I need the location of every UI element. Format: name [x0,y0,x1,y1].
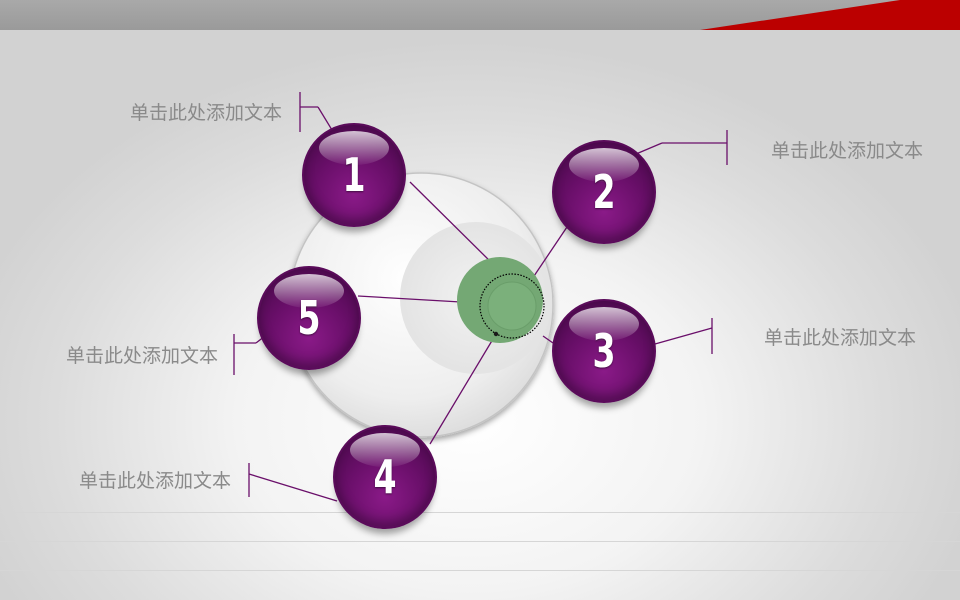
node-ball-3[interactable]: 3 [552,299,656,403]
node-label-2[interactable]: 单击此处添加文本 [771,140,924,162]
connector-line-2 [529,226,568,283]
node-number: 1 [342,148,366,202]
floor-line [0,541,960,542]
connector-dot [493,331,499,337]
header-accent [700,0,960,30]
node-number: 2 [592,165,616,219]
node-number: 5 [297,291,321,345]
leader-4-link [248,473,338,502]
leader-3-link [654,327,713,345]
leader-2-link [635,142,663,155]
node-ball-1[interactable]: 1 [302,123,406,227]
leader-1-link [317,106,333,131]
ball-gloss [350,433,420,467]
node-number: 4 [373,450,397,504]
node-number: 3 [592,324,616,378]
node-label-1[interactable]: 单击此处添加文本 [130,102,283,124]
node-label-3[interactable]: 单击此处添加文本 [764,327,917,349]
connector-line-3 [542,335,554,344]
floor-line [0,570,960,571]
ball-gloss [319,131,389,165]
center-hub-highlight [487,281,537,331]
connector-line-4 [429,333,497,445]
connector-line-1 [409,181,500,271]
node-ball-4[interactable]: 4 [333,425,437,529]
ball-gloss [569,148,639,182]
floor-line [0,512,960,513]
ball-gloss [569,307,639,341]
center-hub-ring [479,273,545,339]
ball-gloss [274,274,344,308]
node-ball-5[interactable]: 5 [257,266,361,370]
node-ball-2[interactable]: 2 [552,140,656,244]
node-label-5[interactable]: 单击此处添加文本 [66,345,219,367]
node-label-4[interactable]: 单击此处添加文本 [79,470,232,492]
